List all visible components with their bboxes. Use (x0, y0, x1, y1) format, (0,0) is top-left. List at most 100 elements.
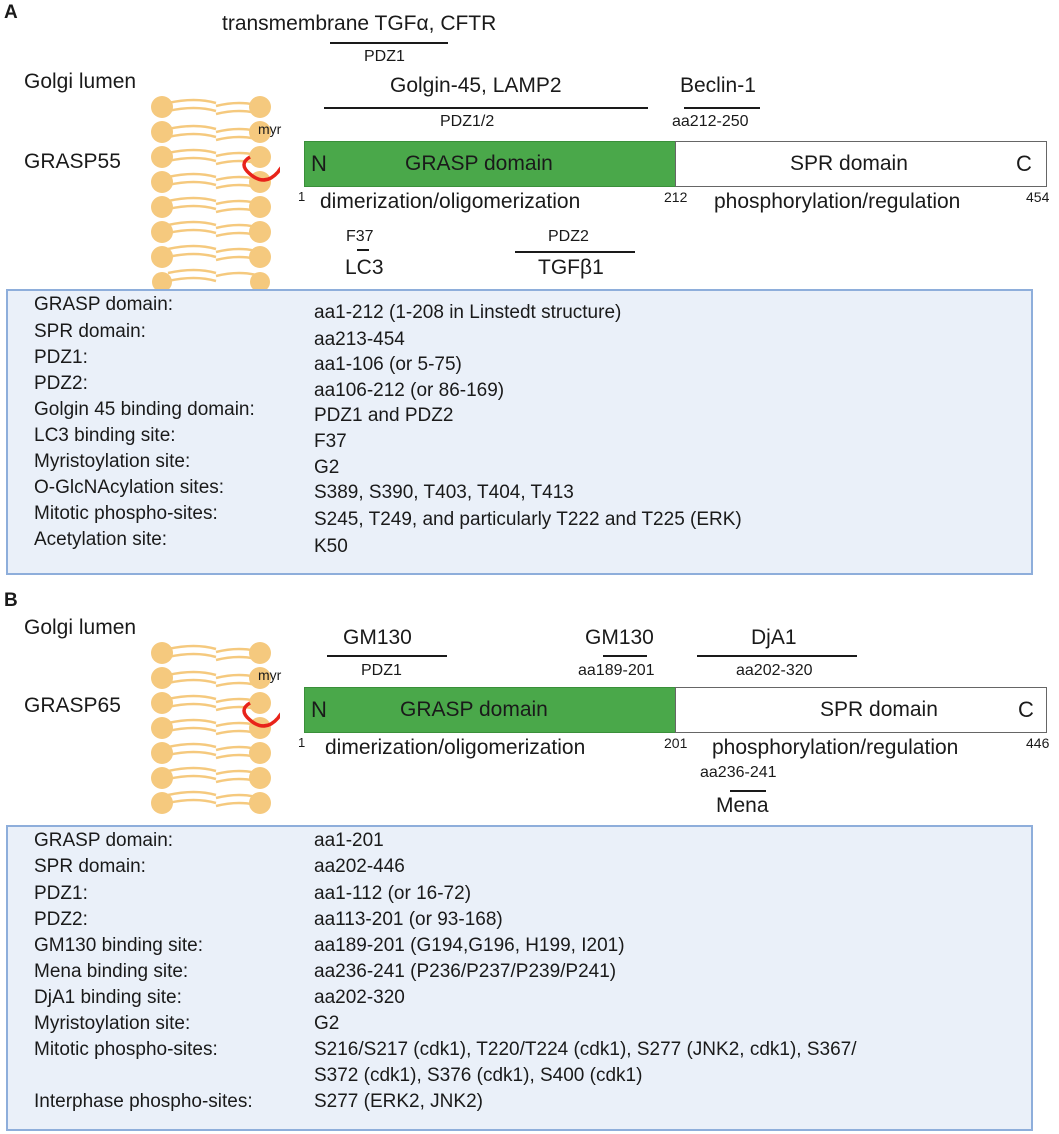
pdz12-label-a: PDZ1/2 (440, 113, 495, 130)
table-row-value: PDZ1 and PDZ2 (314, 405, 454, 426)
table-row-key: PDZ2: (34, 909, 88, 930)
split-residue-a: 212 (664, 189, 688, 205)
gm130-range: aa189-201 (578, 662, 655, 679)
protein-name-b: GRASP65 (24, 694, 121, 717)
table-row-key: SPR domain: (34, 321, 146, 342)
mena-range: aa236-241 (700, 764, 777, 781)
table-row-value: aa113-201 (or 93-168) (314, 909, 503, 930)
table-row-key: Myristoylation site: (34, 451, 191, 472)
table-row-key: PDZ2: (34, 373, 88, 394)
table-row-key: Myristoylation site: (34, 1013, 191, 1034)
grasp-domain-b (304, 687, 676, 733)
n-terminus-a: N (311, 151, 327, 176)
table-row-key: PDZ1: (34, 347, 88, 368)
spr-domain-label-a: SPR domain (790, 152, 908, 175)
table-row-value: S216/S217 (cdk1), T220/T224 (cdk1), S277… (314, 1039, 857, 1060)
table-row-value: S389, S390, T403, T404, T413 (314, 482, 574, 503)
table-row-value: F37 (314, 431, 347, 452)
table-row-key: PDZ1: (34, 883, 88, 904)
grasp-domain-label-b: GRASP domain (400, 698, 548, 721)
spr-domain-label-b: SPR domain (820, 698, 938, 721)
table-row-value: aa236-241 (P236/P237/P239/P241) (314, 961, 617, 982)
table-row-key: GM130 binding site: (34, 935, 203, 956)
f37-label: F37 (346, 228, 374, 245)
n-terminus-b: N (311, 697, 327, 722)
pdz2-label-a: PDZ2 (548, 228, 589, 245)
dimerization-label-a: dimerization/oligomerization (320, 190, 581, 213)
dja1-label: DjA1 (751, 626, 797, 649)
pdz1-label-a: PDZ1 (364, 48, 405, 65)
table-row-key: O-GlcNAcylation sites: (34, 477, 225, 498)
mena-label: Mena (716, 794, 769, 817)
beclin1-bar (684, 107, 760, 109)
table-row-value: G2 (314, 457, 340, 478)
beclin1-range: aa212-250 (672, 113, 749, 130)
pdz1-bar-b (327, 655, 447, 657)
panel-a-letter: A (4, 2, 18, 23)
table-row-value: S277 (ERK2, JNK2) (314, 1091, 483, 1112)
table-row-key: LC3 binding site: (34, 425, 176, 446)
spr-domain-a (675, 141, 1047, 187)
table-row-key: Mitotic phospho-sites: (34, 1039, 218, 1060)
lc3-bar (357, 249, 369, 251)
beclin1-label: Beclin-1 (680, 74, 756, 97)
spr-domain-b (675, 687, 1047, 733)
table-row-key: Interphase phospho-sites: (34, 1091, 253, 1112)
start-residue-a: 1 (298, 189, 306, 204)
myr-label-a: myr (258, 121, 282, 137)
golgin45-lamp2-label: Golgin-45, LAMP2 (390, 74, 562, 97)
table-row-key: Mitotic phospho-sites: (34, 503, 218, 524)
myr-label-b: myr (258, 667, 282, 683)
dimerization-label-b: dimerization/oligomerization (325, 736, 586, 759)
table-row-key: GRASP domain: (34, 294, 174, 315)
info-box-a: GRASP domain: aa1-212 (1-208 in Linstedt… (6, 289, 1033, 575)
table-row-value: aa213-454 (314, 329, 405, 350)
end-residue-b: 446 (1026, 735, 1050, 751)
golgi-lumen-label-a: Golgi lumen (24, 70, 137, 93)
c-terminus-b: C (1018, 697, 1034, 722)
table-row-value: aa202-446 (314, 856, 405, 877)
panel-b-letter: B (4, 590, 18, 611)
pdz1-bar-a (330, 42, 448, 44)
table-row-value: aa202-320 (314, 987, 405, 1008)
gm130-label-1: GM130 (343, 626, 412, 649)
gm130-label-2: GM130 (585, 626, 654, 649)
grasp-domain-label-a: GRASP domain (405, 152, 553, 175)
table-row-value: S372 (cdk1), S376 (cdk1), S400 (cdk1) (314, 1065, 643, 1086)
lc3-label: LC3 (345, 256, 384, 279)
table-row-key: GRASP domain: (34, 830, 174, 851)
tgfa-cftr-label: transmembrane TGFα, CFTR (222, 12, 497, 35)
start-residue-b: 1 (298, 735, 306, 750)
phosphorylation-label-a: phosphorylation/regulation (714, 190, 961, 213)
phosphorylation-label-b: phosphorylation/regulation (712, 736, 959, 759)
gm130-bar-2 (603, 655, 647, 657)
table-row-value: G2 (314, 1013, 340, 1034)
mena-bar (730, 790, 766, 792)
table-row-value: aa1-112 (or 16-72) (314, 883, 472, 904)
protein-name-a: GRASP55 (24, 150, 121, 173)
table-row-value: aa106-212 (or 86-169) (314, 380, 505, 401)
table-row-value: aa1-201 (314, 830, 384, 851)
dja1-bar (697, 655, 857, 657)
table-row-value: aa1-212 (1-208 in Linstedt structure) (314, 302, 622, 323)
end-residue-a: 454 (1026, 189, 1050, 205)
table-row-key: SPR domain: (34, 856, 146, 877)
pdz12-bar-a (324, 107, 648, 109)
dja1-range: aa202-320 (736, 662, 813, 679)
golgi-lumen-label-b: Golgi lumen (24, 616, 137, 639)
pdz2-bar-a (515, 251, 635, 253)
c-terminus-a: C (1016, 151, 1032, 176)
lipid-bilayer-b (151, 642, 280, 814)
table-row-value: S245, T249, and particularly T222 and T2… (314, 509, 742, 530)
info-box-b: GRASP domain: aa1-201 SPR domain: aa202-… (6, 825, 1033, 1131)
table-row-value: K50 (314, 536, 348, 557)
lipid-bilayer-a (151, 96, 280, 292)
pdz1-label-b: PDZ1 (361, 662, 402, 679)
tgfb1-label: TGFβ1 (538, 256, 604, 279)
split-residue-b: 201 (664, 735, 688, 751)
table-row-value: aa189-201 (G194,G196, H199, I201) (314, 935, 625, 956)
table-row-key: Golgin 45 binding domain: (34, 399, 255, 420)
table-row-value: aa1-106 (or 5-75) (314, 354, 462, 375)
table-row-key: Acetylation site: (34, 529, 168, 550)
table-row-key: Mena binding site: (34, 961, 189, 982)
